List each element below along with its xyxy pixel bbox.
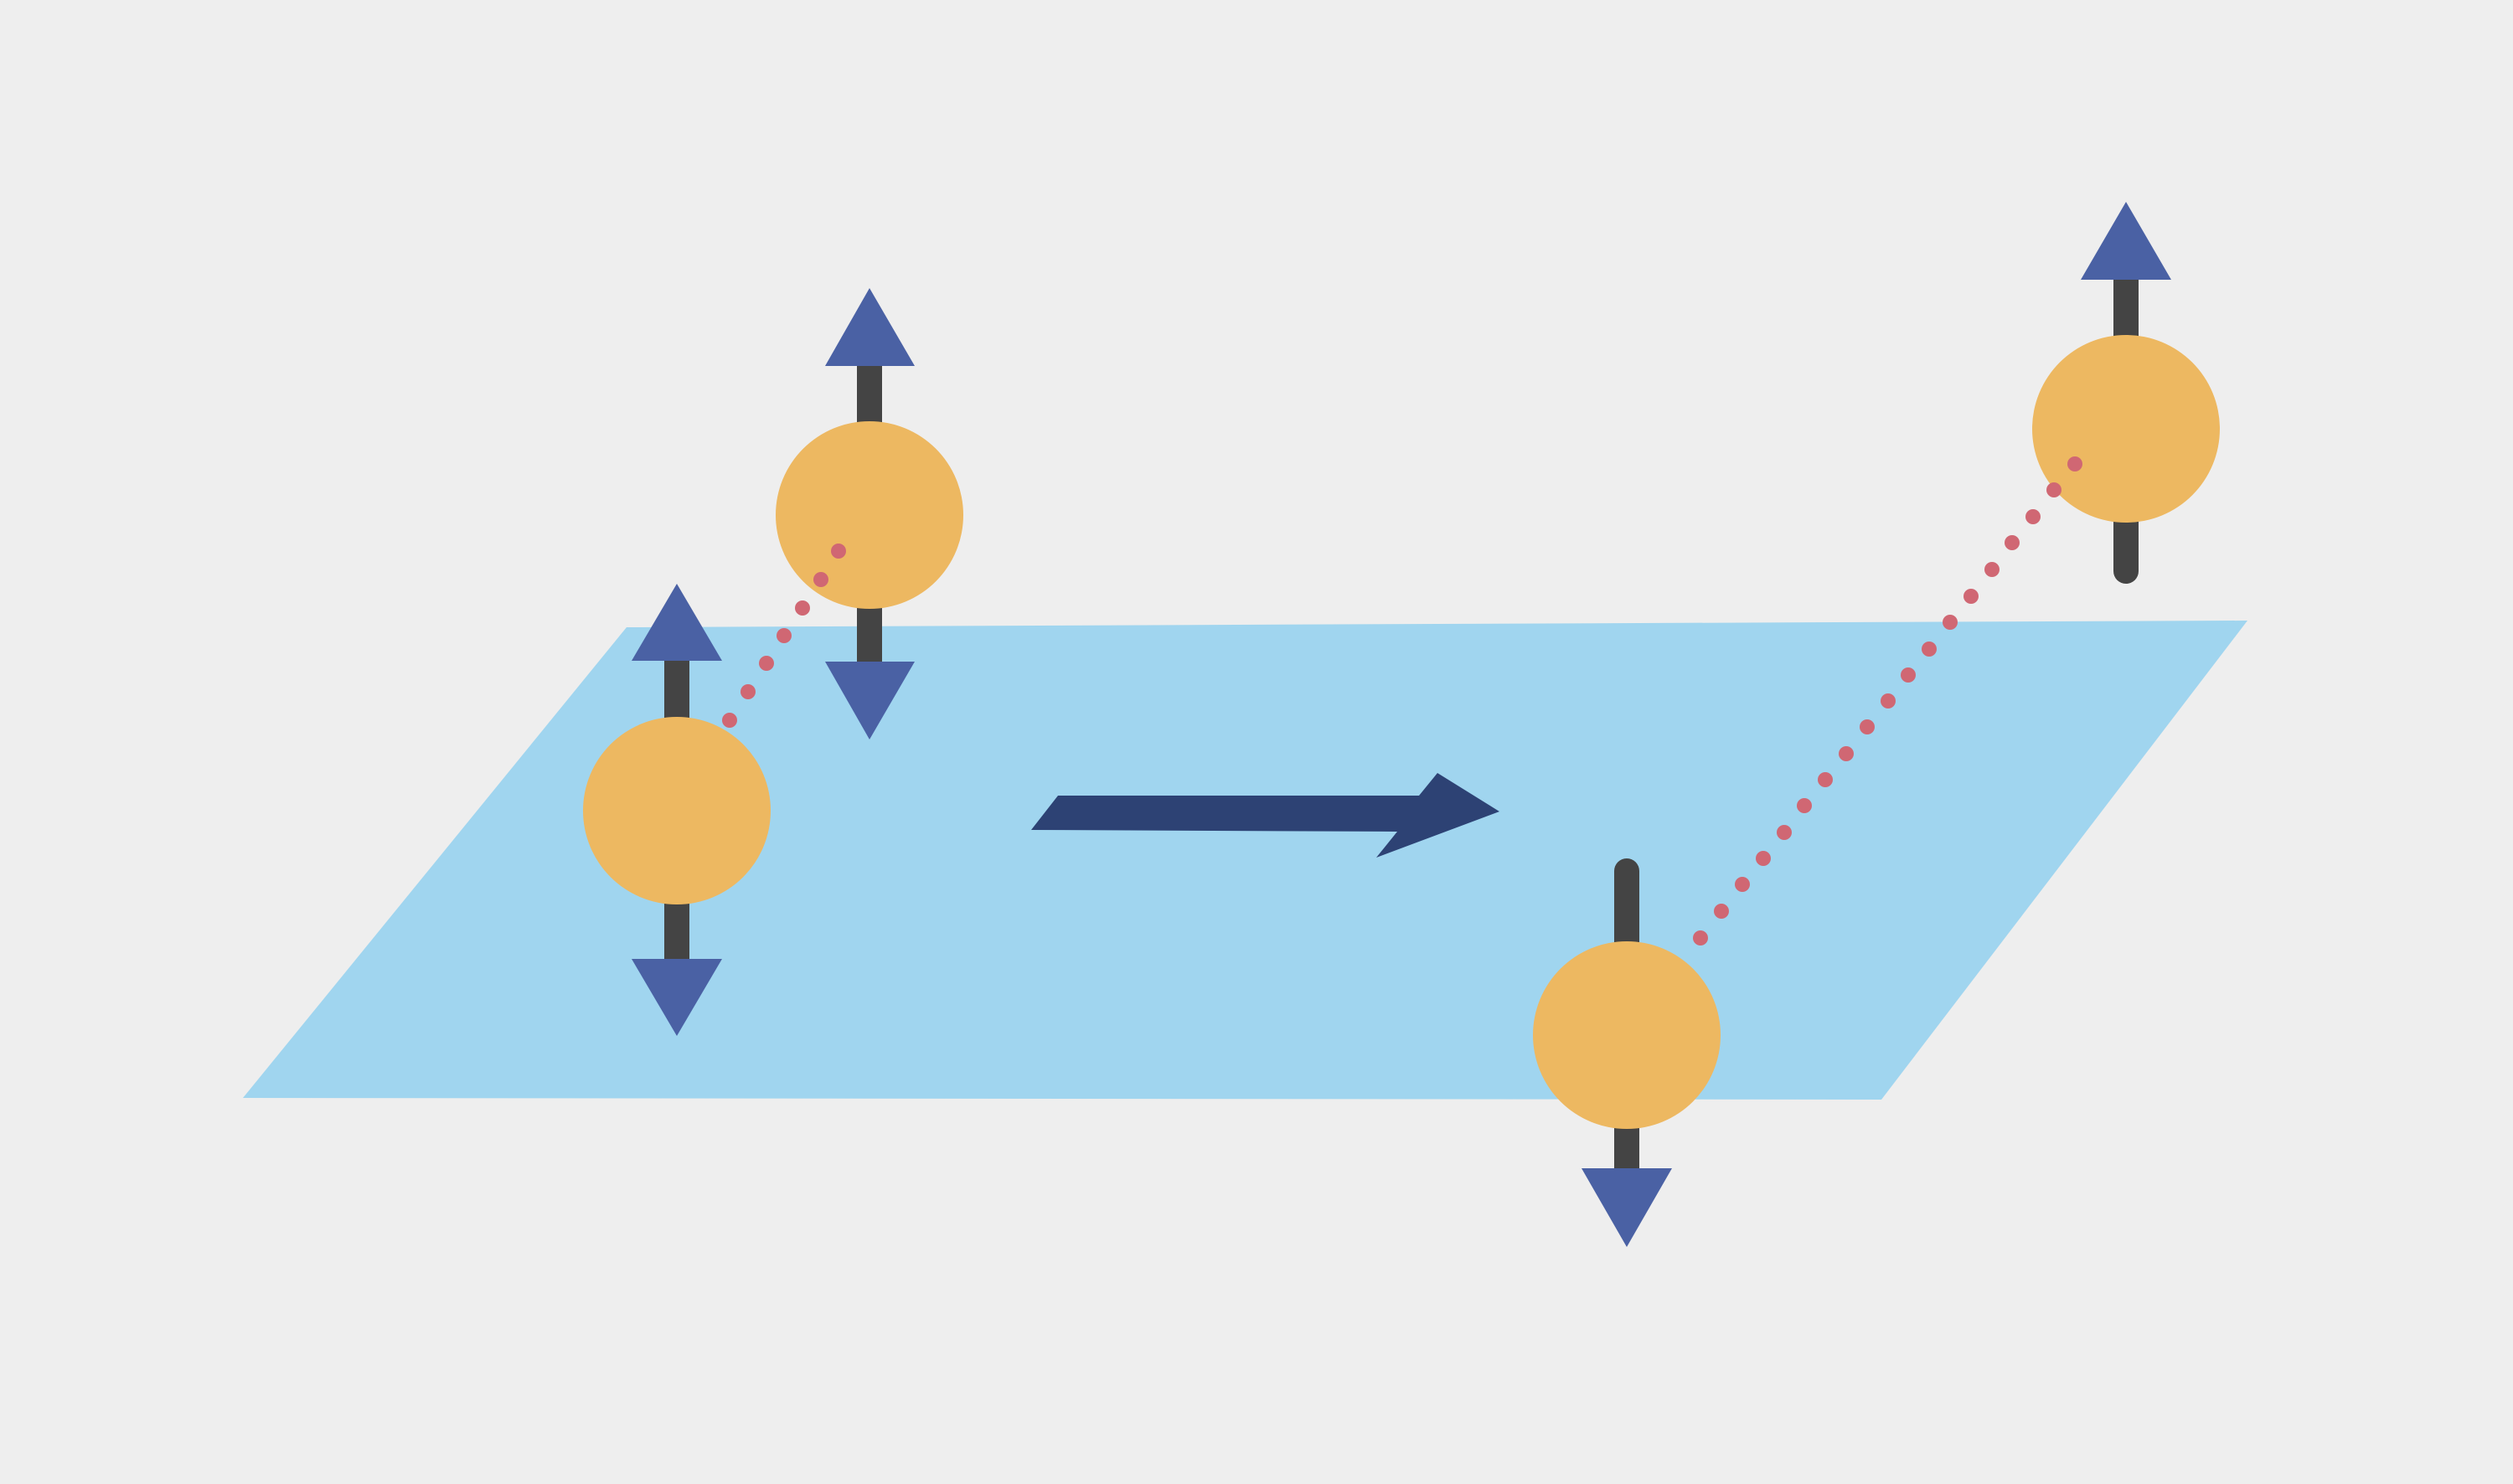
entanglement-dot <box>1693 930 1708 946</box>
entanglement-dot <box>1881 693 1896 709</box>
entanglement-dot <box>1797 798 1812 813</box>
entanglement-dot <box>795 600 810 616</box>
entanglement-dot <box>1714 904 1729 919</box>
entanglement-dot <box>1901 667 1916 683</box>
entanglement-dot <box>740 684 756 699</box>
spin-up-arrowhead-icon <box>2081 202 2171 280</box>
entanglement-dot <box>831 544 846 559</box>
entanglement-dot <box>1777 825 1792 840</box>
plane <box>243 621 2247 1100</box>
spin-down-arrowhead-icon <box>1582 1168 1672 1247</box>
entanglement-dot <box>1984 562 2000 577</box>
entanglement-dot <box>2046 482 2061 497</box>
particle-a-after <box>1533 941 1721 1129</box>
particle-a-before <box>583 717 771 904</box>
spin-up-arrowhead-icon <box>632 584 722 661</box>
spin-up-arrowhead-icon <box>825 288 915 366</box>
entanglement-dot <box>1860 719 1875 734</box>
right-arrow-icon <box>1031 773 1499 858</box>
entanglement-dot <box>759 656 774 671</box>
entanglement-dot <box>1818 772 1833 787</box>
entanglement-dot <box>1943 615 1958 630</box>
entanglement-dot <box>813 572 828 587</box>
entanglement-dot <box>1963 589 1979 604</box>
entanglement-dot <box>2005 535 2020 550</box>
entanglement-link-after <box>1693 456 2082 946</box>
entanglement-dot <box>722 713 737 728</box>
particle-b-before <box>776 421 963 609</box>
particle-b-after <box>2032 335 2220 523</box>
spin-down-arrowhead-icon <box>632 959 722 1036</box>
entanglement-dot <box>2067 456 2082 471</box>
entanglement-dot <box>1735 877 1750 892</box>
entanglement-dot <box>777 628 792 643</box>
entanglement-link-before <box>722 544 846 728</box>
entanglement-dot <box>1839 746 1854 761</box>
entanglement-dot <box>2025 509 2041 524</box>
spin-down-arrowhead-icon <box>825 662 915 739</box>
entanglement-dot <box>1756 851 1771 866</box>
entanglement-dot <box>1922 642 1937 657</box>
